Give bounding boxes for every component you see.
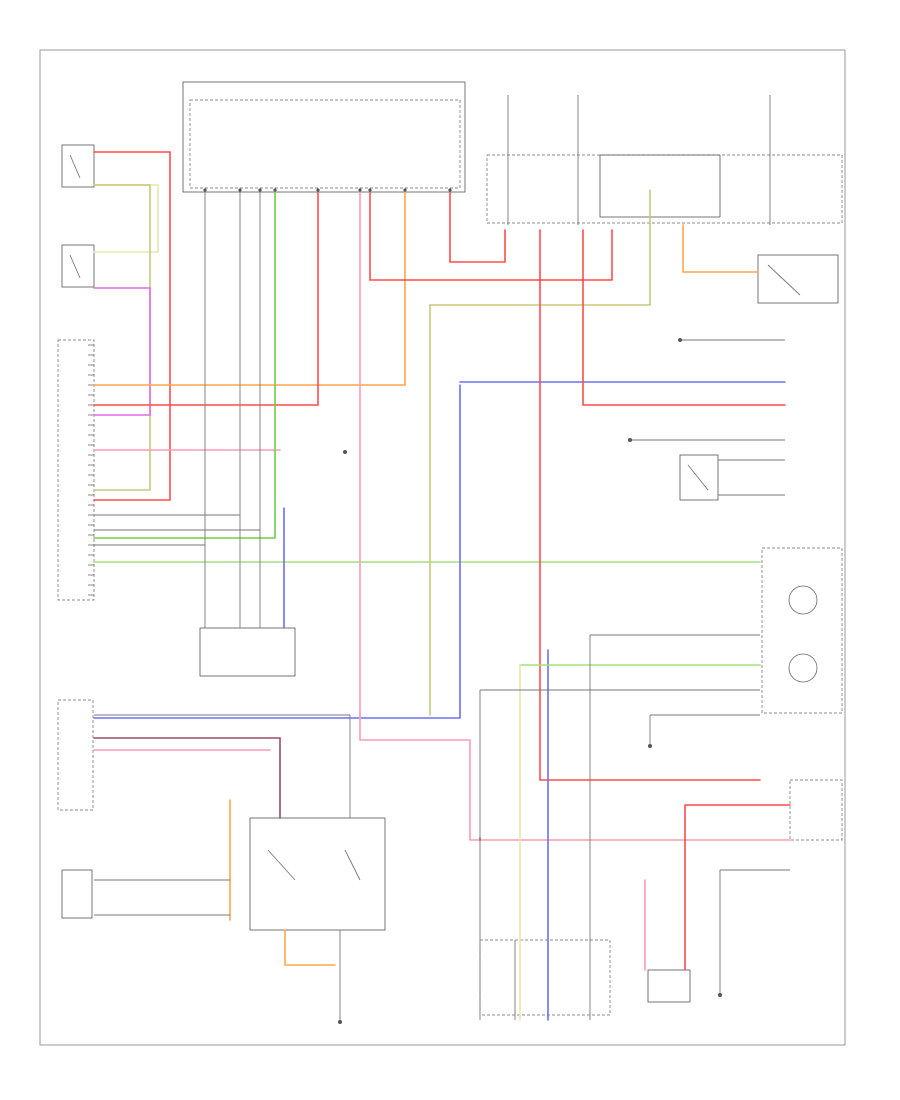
connector-pins — [88, 344, 94, 596]
mode-door-actuator — [57, 699, 94, 811]
wire-red-18 — [582, 229, 786, 406]
fuse-block — [486, 154, 843, 224]
wire-orange-5 — [93, 189, 406, 386]
wire-red-1 — [93, 151, 171, 501]
diagram-frame — [39, 49, 846, 1046]
ambient-sensor — [61, 144, 95, 188]
terminal-dot — [368, 188, 372, 192]
interior-sensor — [61, 244, 95, 288]
temperature-sensor-right — [757, 254, 839, 304]
wire-red-6 — [93, 189, 319, 406]
power-feed-labels — [507, 95, 771, 225]
gray-wires — [94, 190, 790, 1020]
terminal-dot — [403, 188, 407, 192]
climate-control-unit — [57, 339, 95, 601]
hvac-connector-terminals — [203, 188, 452, 192]
blend-door-actuator — [61, 869, 93, 919]
wire-olive-3 — [93, 184, 151, 491]
wires — [93, 151, 791, 1021]
aspirator — [789, 779, 843, 841]
wire-red-16 — [449, 189, 506, 263]
wire-olive-14 — [429, 189, 651, 306]
ground-points — [338, 338, 722, 1024]
wire-yellow-2 — [93, 184, 159, 253]
blower-motor — [761, 547, 843, 714]
wire-pink-20 — [359, 189, 791, 841]
terminal-dot — [358, 188, 362, 192]
wire-violet-4 — [93, 287, 151, 416]
wire-orange-30 — [284, 929, 336, 966]
terminal-dot — [258, 188, 262, 192]
wire-red-17 — [539, 229, 761, 781]
recirc-door-actuator — [479, 939, 691, 1016]
wire-red-15 — [369, 189, 613, 281]
terminal-dot — [316, 188, 320, 192]
terminal-dot — [448, 188, 452, 192]
wire-green-8 — [93, 189, 276, 539]
hvac-control-unit — [182, 81, 466, 193]
terminal-dot — [273, 188, 277, 192]
wire-blue-11 — [93, 384, 461, 719]
refrigerant-pressure-switch — [679, 454, 719, 501]
terminal-dot — [238, 188, 242, 192]
terminal-dot — [203, 188, 207, 192]
wire-orange-19 — [682, 224, 759, 273]
wire-maroon-21 — [93, 737, 281, 819]
compressor-relay — [199, 627, 386, 931]
